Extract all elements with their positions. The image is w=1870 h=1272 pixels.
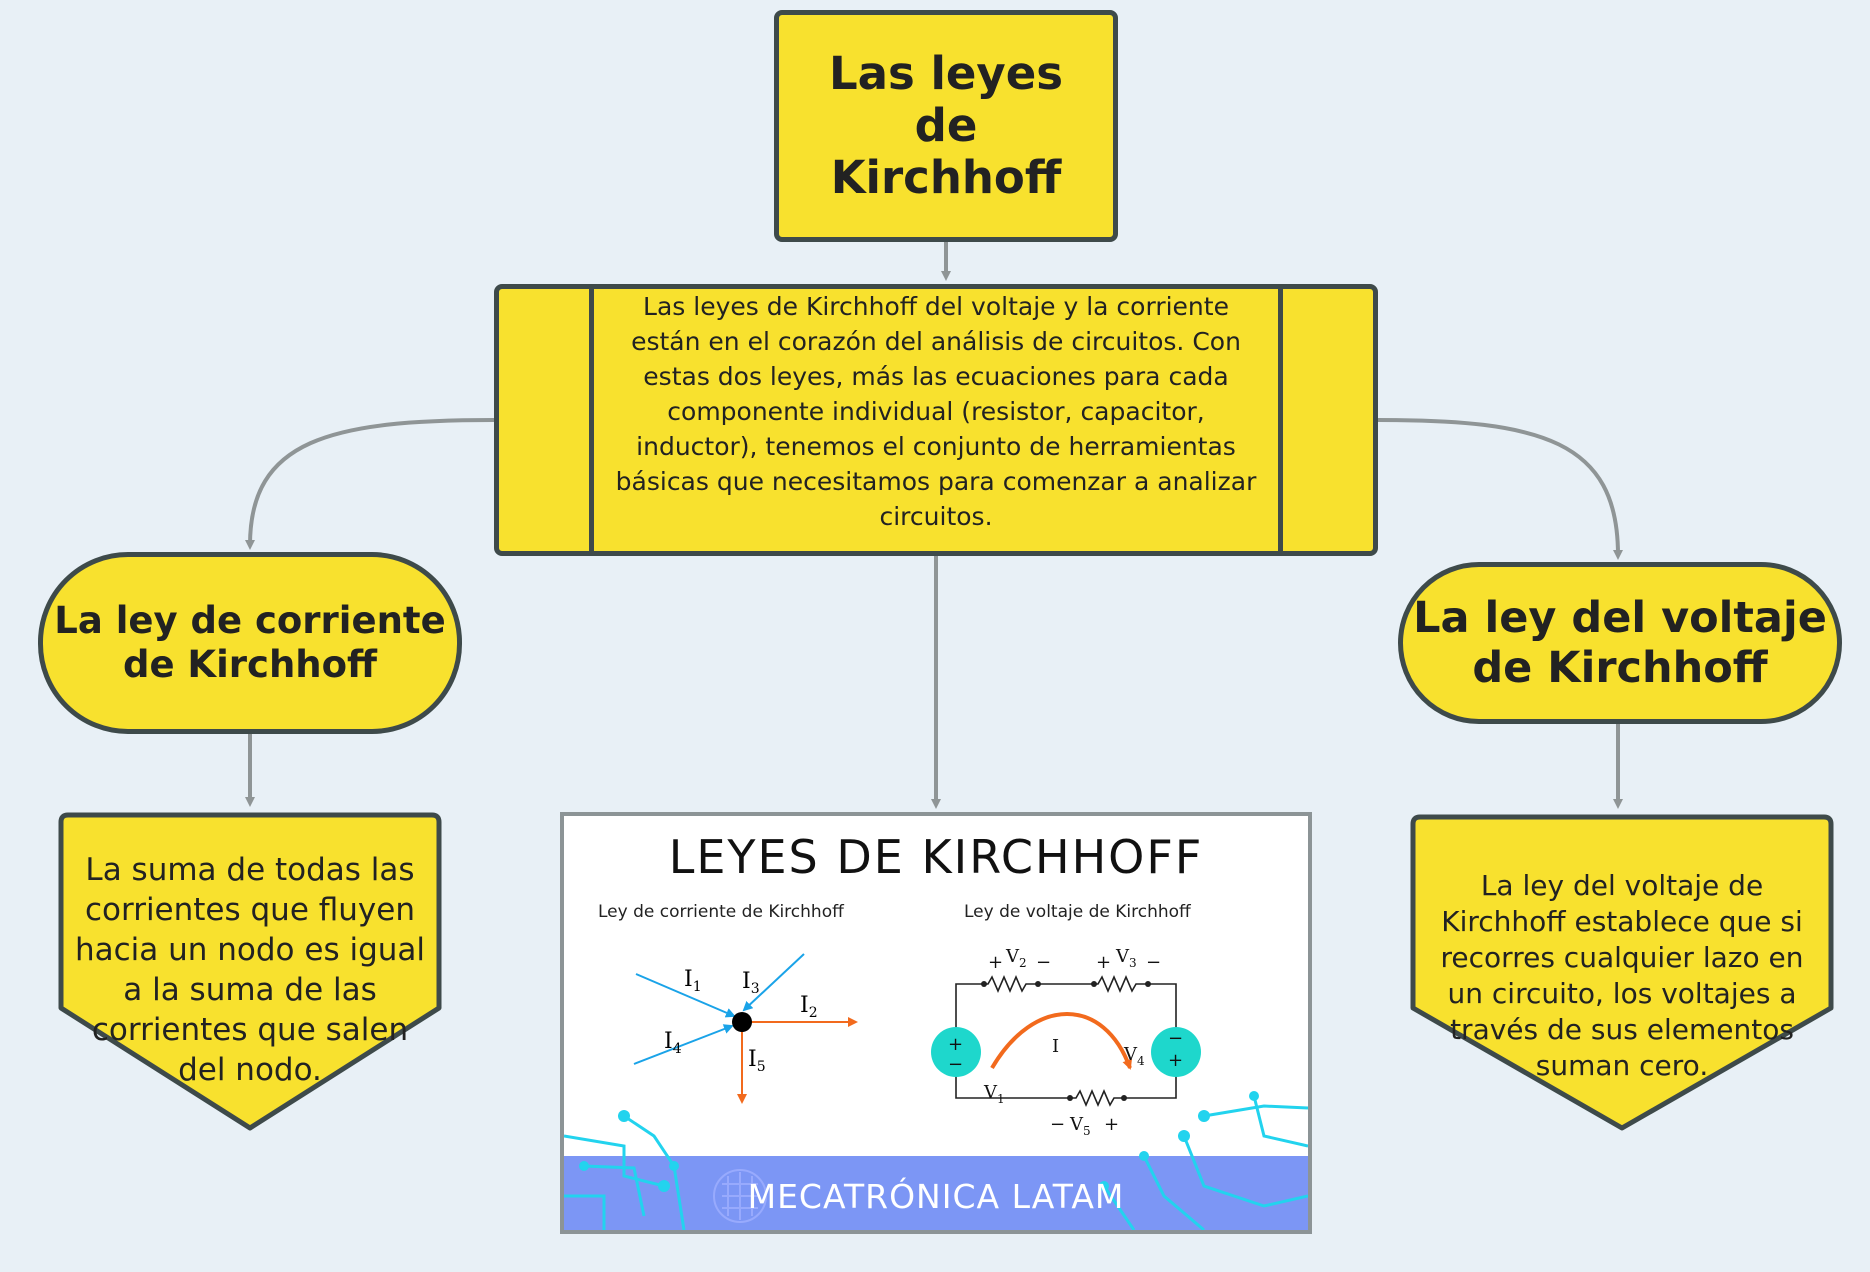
svg-text:−: − [948,1054,963,1075]
kvl-dots [981,981,1151,1101]
shield-shape-left [58,812,442,1131]
label-i4: I4 [664,1029,682,1057]
description-left-bar [499,289,594,551]
svg-text:+: + [1168,1050,1183,1071]
source-v4 [1151,1027,1201,1077]
label-i5: I5 [748,1047,766,1075]
image-diagrams: I1 I3 I2 I4 I5 + − − + I + [633,946,1201,1138]
title-text: Las leyes de Kirchhoff [828,47,1064,204]
svg-text:+: + [1104,1114,1119,1135]
voltage-law-description: La ley del voltaje de Kirchhoff establec… [1440,869,1804,1082]
circuit-traces-decoration [564,1091,1308,1230]
svg-text:−: − [1036,952,1051,973]
kcl-diagram: I1 I3 I2 I4 I5 [633,953,858,1104]
label-v5: V5 [1069,1114,1091,1138]
svg-text:−: − [1050,1114,1065,1135]
svg-text:+: + [1096,952,1111,973]
kirchhoff-image: LEYES DE KIRCHHOFF Ley de corriente de K… [560,812,1312,1234]
label-v1: V1 [983,1082,1005,1106]
footer-logo-icon [713,1169,767,1223]
image-title: LEYES DE KIRCHHOFF [668,830,1204,884]
description-right-bar [1278,289,1373,551]
connector-desc-to-left [245,418,495,550]
image-subtitle-current: Ley de corriente de Kirchhoff [598,902,844,922]
label-v3: V3 [1115,946,1137,970]
source-v1 [931,1027,981,1077]
current-law-title: La ley de corriente de Kirchhoff [54,599,446,686]
label-loop-current: I [1052,1036,1059,1057]
image-footer [564,1156,1308,1230]
label-v2: V2 [1005,946,1027,970]
svg-text:+: + [988,952,1003,973]
current-law-description: La suma de todas las corrientes que fluy… [74,852,426,1088]
title-node: Las leyes de Kirchhoff [774,10,1118,242]
svg-text:−: − [1146,952,1161,973]
voltage-law-node: La ley del voltaje de Kirchhoff [1398,562,1842,724]
label-i1: I1 [684,967,702,995]
svg-text:+: + [948,1034,963,1055]
label-i2: I2 [800,993,818,1021]
current-law-description-node: La suma de todas las corrientes que fluy… [56,810,444,1136]
voltage-law-description-node: La ley del voltaje de Kirchhoff establec… [1408,812,1836,1136]
voltage-law-title: La ley del voltaje de Kirchhoff [1413,593,1827,693]
connector-desc-to-right [1377,418,1623,560]
description-text: Las leyes de Kirchhoff del voltaje y la … [615,291,1257,531]
description-node: Las leyes de Kirchhoff del voltaje y la … [494,284,1378,556]
current-law-node: La ley de corriente de Kirchhoff [38,552,462,734]
shield-shape-right [1410,814,1834,1131]
image-footer-text: MECATRÓNICA LATAM [747,1177,1125,1216]
label-i3: I3 [742,969,760,997]
kvl-diagram [955,974,1177,1108]
image-subtitle-voltage: Ley de voltaje de Kirchhoff [964,902,1191,922]
label-v4: V4 [1123,1044,1145,1068]
svg-text:−: − [1168,1028,1183,1049]
loop-current-arrow [990,1012,1132,1070]
